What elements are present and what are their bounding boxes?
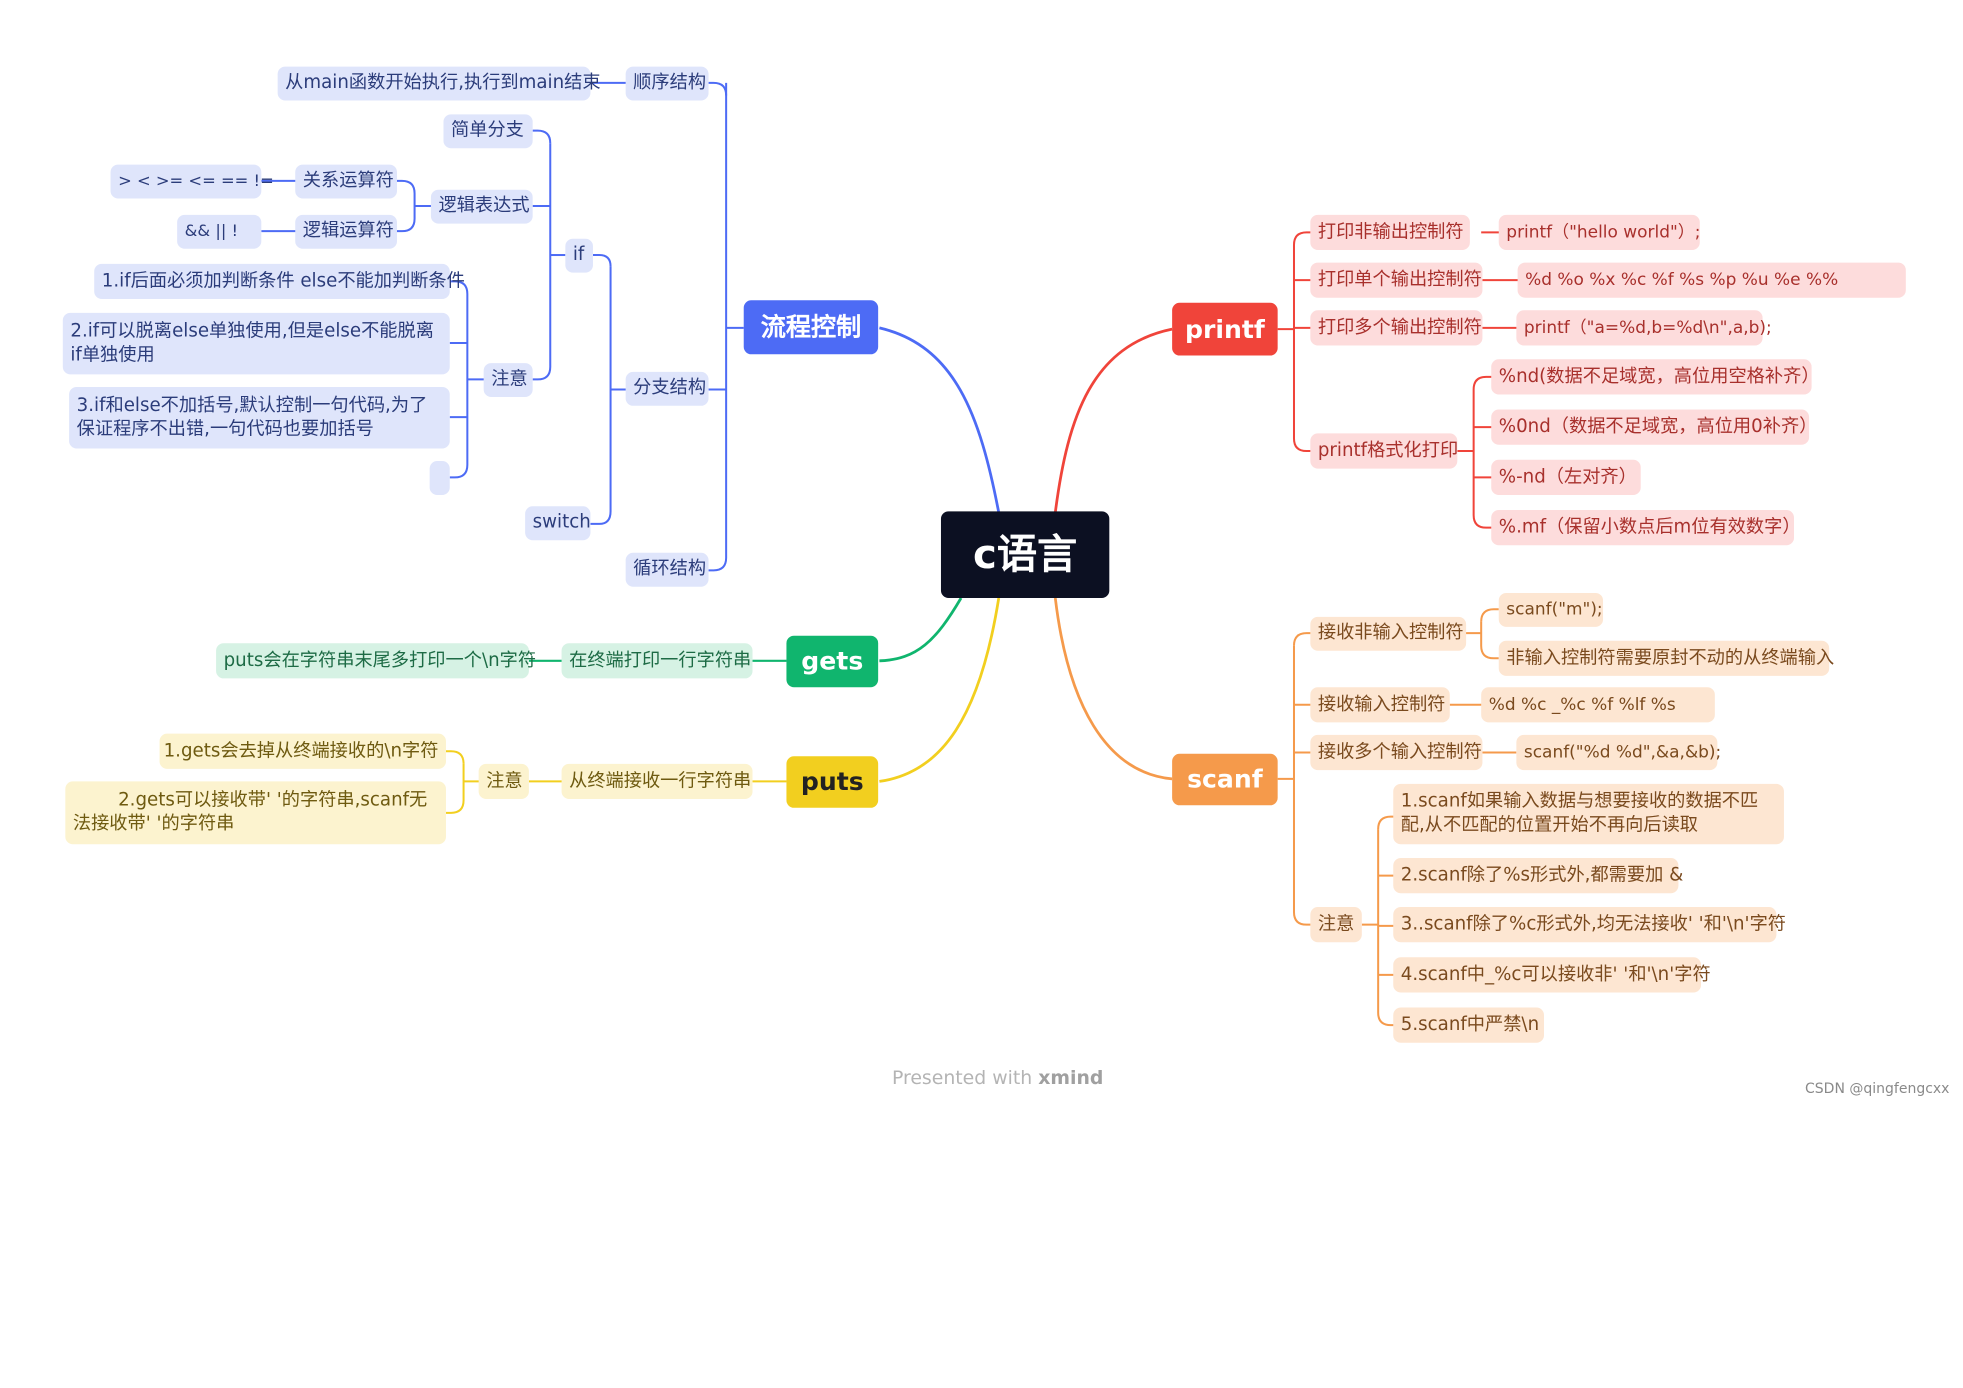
subtopic-scanf-note[interactable]: 注意	[1310, 907, 1362, 943]
subtopic-logical-symbols[interactable]: && || !	[177, 214, 262, 249]
footer-presented-text: Presented with	[891, 1066, 1039, 1090]
subtopic-puts-desc[interactable]: 从终端接收一行字符串	[561, 763, 753, 800]
subtopic-print-single-ex[interactable]: %d %o %x %c %f %s %p %u %e %%	[1517, 262, 1906, 298]
topic-scanf[interactable]: scanf	[1172, 753, 1278, 806]
subtopic-format-0nd[interactable]: %0nd（数据不足域宽，高位用0补齐）	[1491, 409, 1817, 445]
subtopic-scanf-note-5[interactable]: 5.scanf中严禁\n	[1393, 1007, 1544, 1043]
csdn-watermark: CSDN @qingfengcxx	[1805, 1081, 1950, 1097]
subtopic-puts-note-1[interactable]: 1.gets会去掉从终端接收的\n字符	[159, 733, 446, 769]
subtopic-scan-noncontrol-a[interactable]: scanf("m");	[1498, 592, 1604, 627]
central-topic[interactable]: c语言	[940, 511, 1110, 598]
subtopic-scanf-note-4[interactable]: 4.scanf中_%c可以接收非' '和'\n'字符	[1393, 957, 1711, 993]
subtopic-if-note-2[interactable]: 2.if可以脱离else单独使用,但是else不能脱离if单独使用	[62, 312, 450, 375]
subtopic-scan-multi-ex[interactable]: scanf("%d %d",&a,&b);	[1516, 734, 1721, 771]
subtopic-print-noncontrol[interactable]: 打印非输出控制符	[1310, 214, 1470, 251]
connector-lines	[261, 81, 1519, 1027]
subtopic-relational-ops[interactable]: 关系运算符	[295, 164, 397, 199]
topic-printf[interactable]: printf	[1172, 302, 1278, 356]
subtopic-relational-symbols[interactable]: > < >= <= == !=	[110, 164, 274, 199]
subtopic-print-multi[interactable]: 打印多个输出控制符	[1310, 310, 1483, 346]
subtopic-puts-note-2[interactable]: 2.gets可以接收带' '的字符串,scanf无法接收带' '的字符串	[65, 781, 446, 845]
subtopic-switch[interactable]: switch	[525, 506, 591, 541]
subtopic-sequence-desc[interactable]: 从main函数开始执行,执行到main结束	[277, 66, 601, 101]
subtopic-scan-noncontrol-b[interactable]: 非输入控制符需要原封不动的从终端输入	[1498, 640, 1834, 676]
subtopic-format-left[interactable]: %-nd（左对齐）	[1491, 459, 1641, 495]
subtopic-scan-control-ex[interactable]: %d %c _%c %f %lf %s	[1481, 687, 1715, 723]
subtopic-print-single[interactable]: 打印单个输出控制符	[1310, 262, 1483, 298]
subtopic-scan-multi[interactable]: 接收多个输入控制符	[1310, 734, 1483, 771]
subtopic-logic-expr[interactable]: 逻辑表达式	[430, 189, 533, 224]
subtopic-printf-format[interactable]: printf格式化打印	[1310, 433, 1458, 469]
subtopic-if-note[interactable]: 注意	[483, 363, 533, 397]
subtopic-if-note-3[interactable]: 3.if和else不加括号,默认控制一句代码,为了保证程序不出错,一句代码也要加…	[69, 386, 450, 449]
subtopic-simple-branch[interactable]: 简单分支	[443, 114, 533, 149]
subtopic-print-multi-ex[interactable]: printf（"a=%d,b=%d\n",a,b);	[1516, 310, 1772, 346]
subtopic-format-mf[interactable]: %.mf（保留小数点后m位有效数字）	[1491, 510, 1801, 546]
subtopic-branch[interactable]: 分支结构	[625, 371, 709, 406]
subtopic-empty[interactable]	[429, 461, 450, 495]
subtopic-scanf-note-3[interactable]: 3..scanf除了%c形式外,均无法接收' '和'\n'字符	[1393, 907, 1786, 943]
subtopic-if[interactable]: if	[565, 238, 593, 273]
subtopic-scanf-note-1[interactable]: 1.scanf如果输入数据与想要接收的数据不匹配,从不匹配的位置开始不再向后读取	[1393, 783, 1784, 845]
subtopic-format-nd[interactable]: %nd(数据不足域宽，高位用空格补齐）	[1491, 359, 1820, 395]
subtopic-logical-ops[interactable]: 逻辑运算符	[295, 214, 397, 249]
subtopic-gets-desc[interactable]: 在终端打印一行字符串	[561, 643, 753, 679]
footer-brand: xmind	[1038, 1066, 1104, 1090]
subtopic-sequence[interactable]: 顺序结构	[625, 66, 709, 101]
topic-gets[interactable]: gets	[786, 635, 879, 688]
topic-puts[interactable]: puts	[786, 756, 879, 808]
topic-flow-control[interactable]: 流程控制	[743, 300, 879, 355]
subtopic-if-note-1[interactable]: 1.if后面必须加判断条件 else不能加判断条件	[94, 263, 465, 299]
subtopic-print-noncontrol-ex[interactable]: printf（"hello world"）;	[1498, 214, 1700, 251]
subtopic-scan-control[interactable]: 接收输入控制符	[1310, 687, 1450, 723]
subtopic-scan-noncontrol[interactable]: 接收非输入控制符	[1310, 616, 1467, 651]
presented-with-footer: Presented with xmind	[892, 1067, 1103, 1090]
subtopic-gets-detail[interactable]: puts会在字符串末尾多打印一个\n字符	[216, 643, 536, 679]
subtopic-puts-note[interactable]: 注意	[478, 763, 529, 800]
subtopic-loop[interactable]: 循环结构	[625, 552, 709, 587]
subtopic-scanf-note-2[interactable]: 2.scanf除了%s形式外,都需要加 &	[1393, 858, 1683, 894]
